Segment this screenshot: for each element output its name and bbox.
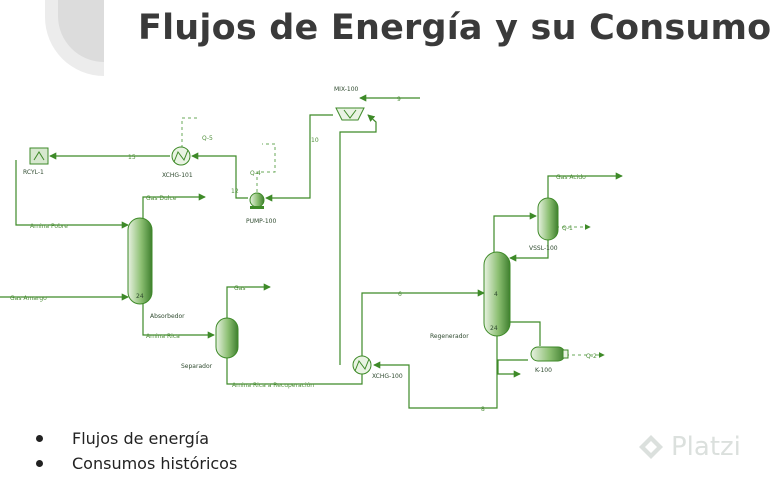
stream-8-line	[373, 332, 498, 409]
gas-line	[226, 283, 271, 318]
regenerador-tray-bottom-label: 24	[490, 325, 498, 332]
regenerador-label: Regenerador	[430, 333, 469, 340]
process-flow-diagram: RCYL-1 XCHG-101 MIX-100 PUMP-100 Absorbe…	[0, 86, 623, 413]
xchg-101-label: XCHG-101	[162, 172, 193, 179]
vssl-reflux-line	[509, 240, 549, 262]
bullet-list: Flujos de energía Consumos históricos	[36, 426, 237, 476]
regenerador-tray-mid-label: 4	[494, 291, 498, 298]
bullet-item: Consumos históricos	[36, 451, 237, 476]
gas-dulce-label: Gas Dulce	[146, 195, 177, 202]
amina-rica-recuperacion-label: Amina Rica a Recuperación	[232, 382, 314, 389]
pump-100-pump	[249, 192, 265, 209]
gas-amargo-label: Gas Amargo	[10, 295, 47, 302]
q4-label: Q-4	[250, 170, 261, 177]
amina-pobre-label: Amina Pobre	[30, 223, 68, 230]
vssl-100-label: VSSL-100	[529, 245, 558, 252]
amina-rica-recuperacion-line	[226, 357, 363, 385]
regenerador-column	[483, 251, 511, 337]
q5-label: Q-5	[202, 135, 213, 142]
platzi-wordmark: Platzi	[671, 432, 741, 462]
rcyl-1-label: RCYL-1	[23, 169, 44, 176]
stream-10-label: 10	[311, 137, 319, 144]
platzi-logo-icon	[639, 435, 663, 459]
lean-return-line	[339, 114, 377, 365]
platzi-watermark: Platzi	[637, 432, 741, 462]
pump-100-label: PUMP-100	[246, 218, 276, 225]
absorbedor-label: Absorbedor	[150, 313, 185, 320]
corner-decoration	[45, 0, 104, 76]
bullet-item: Flujos de energía	[36, 426, 237, 451]
absorbedor-tray-label: 24	[136, 293, 144, 300]
xchg-100-label: XCHG-100	[372, 373, 403, 380]
amina-rica-label: Amina Rica	[146, 333, 180, 340]
amina-pobre-line	[15, 160, 129, 229]
slide-title: Flujos de Energía y su Consumo	[138, 8, 771, 48]
q4-energy-line	[256, 143, 276, 192]
stream-12-label: 12	[231, 188, 239, 195]
rcyl-1-block	[29, 147, 49, 165]
gas-dulce-line	[142, 193, 206, 218]
stream-6-label: 6	[398, 291, 402, 298]
stream-8-label: 8	[481, 406, 485, 413]
reboiler-return-line	[497, 359, 528, 378]
q1-label: Q-1	[562, 225, 573, 232]
k-100-label: K-100	[535, 367, 552, 374]
mix-100-mixer	[335, 107, 365, 121]
k-100-reboiler	[530, 346, 569, 362]
separador-vessel	[215, 317, 239, 359]
gas-acido-line	[547, 172, 623, 198]
xchg-100-exchanger	[352, 355, 372, 375]
stream-9-label: 9	[397, 96, 401, 103]
gas-acido-label: Gas Acido	[556, 174, 586, 181]
reboiler-feed-line	[510, 321, 541, 346]
stream-6-line	[361, 289, 485, 356]
q2-label: Q-2	[586, 353, 597, 360]
stream-12-line	[191, 152, 248, 199]
q5-energy-line	[181, 117, 198, 148]
amina-rica-line	[142, 303, 215, 339]
absorbedor-column	[127, 217, 153, 305]
stream-15-label: 15	[128, 154, 136, 161]
regenerador-overhead-line	[493, 212, 537, 255]
gas-label: Gas	[234, 285, 245, 292]
separador-label: Separador	[181, 363, 213, 370]
stream-10-line	[265, 114, 333, 202]
xchg-101-exchanger	[171, 146, 191, 166]
vssl-100-vessel	[537, 197, 559, 241]
mix-100-label: MIX-100	[334, 86, 359, 93]
